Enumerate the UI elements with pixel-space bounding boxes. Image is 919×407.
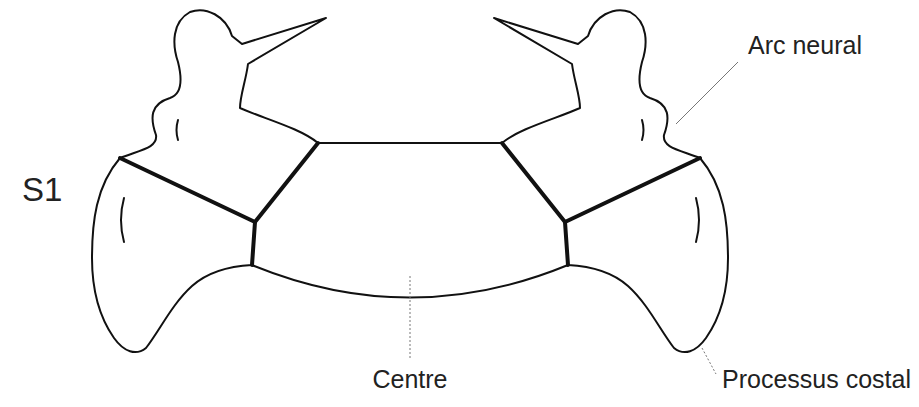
costal-process-outline — [92, 158, 255, 352]
fusion-line — [255, 143, 318, 222]
leader-lines — [410, 62, 738, 374]
fusion-line — [120, 158, 255, 265]
leader-line — [410, 276, 411, 358]
part-label: S1 — [22, 172, 62, 208]
leader-line — [702, 348, 716, 374]
part-label: Processus costal — [722, 366, 911, 394]
part-label: Centre — [372, 366, 447, 394]
vertebra-half-mirrored — [494, 10, 728, 352]
vertebra-half — [92, 10, 326, 352]
part-label: Arc neural — [748, 32, 862, 60]
leader-line — [676, 62, 738, 124]
surface-mark — [177, 120, 179, 140]
surface-mark — [121, 198, 124, 242]
